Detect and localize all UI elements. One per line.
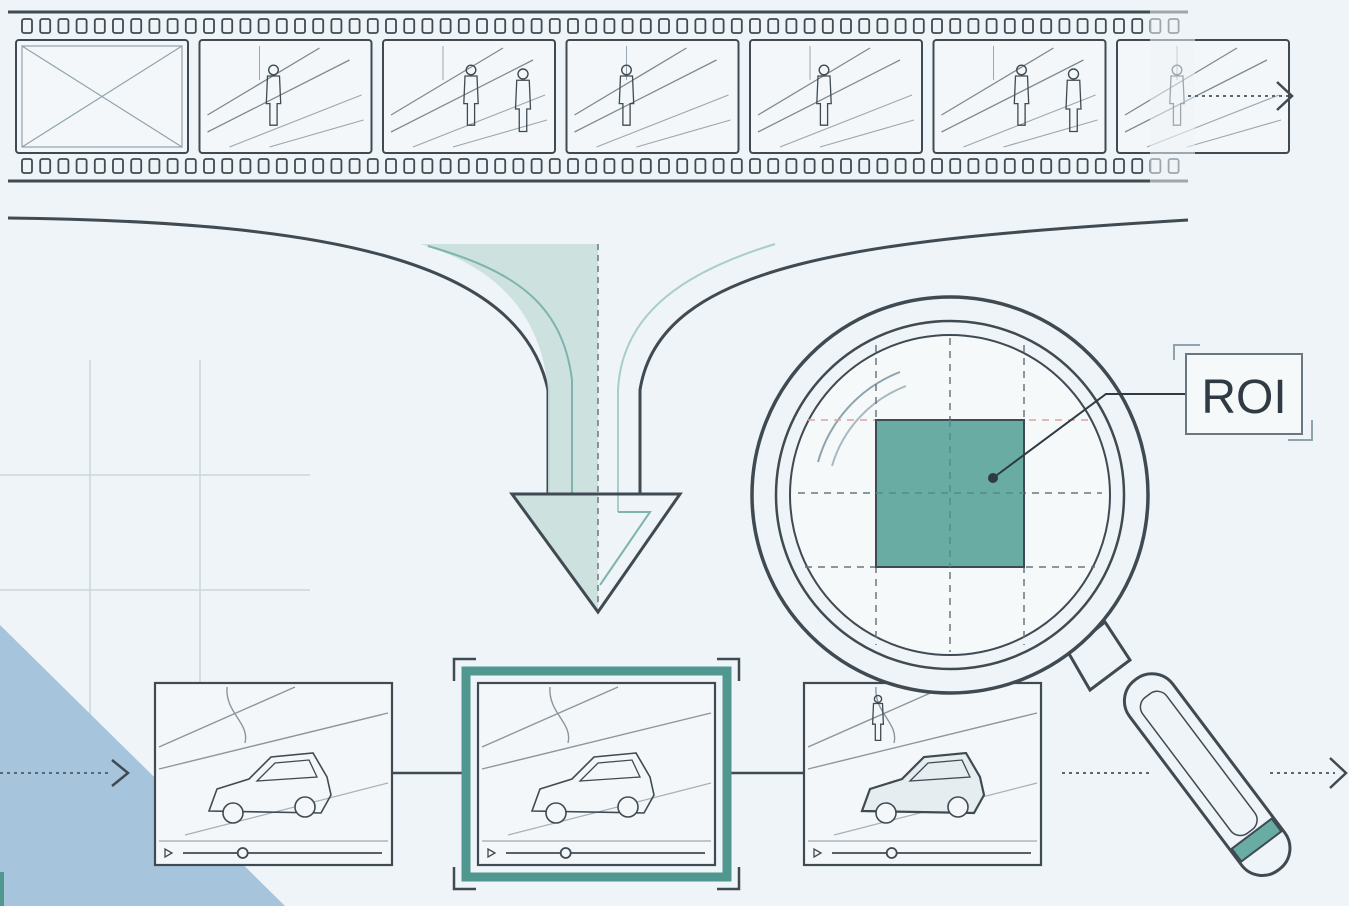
roi-label: ROI (1201, 371, 1286, 424)
scrubber-handle[interactable] (887, 848, 897, 858)
keyframe (155, 683, 392, 865)
film-frames (16, 40, 1289, 153)
film-frame (567, 40, 739, 153)
corner-mark (0, 872, 4, 906)
film-frame (934, 40, 1106, 153)
film-frame (750, 40, 922, 153)
film-frame (383, 40, 555, 153)
film-frame (16, 40, 188, 153)
keyframe-selected (454, 659, 739, 889)
film-frame (200, 40, 372, 153)
keyframe (804, 683, 1041, 865)
scrubber-handle[interactable] (561, 848, 571, 858)
scrubber-handle[interactable] (238, 848, 248, 858)
roi-region (876, 420, 1024, 567)
roi-callout: ROI (1174, 345, 1312, 440)
